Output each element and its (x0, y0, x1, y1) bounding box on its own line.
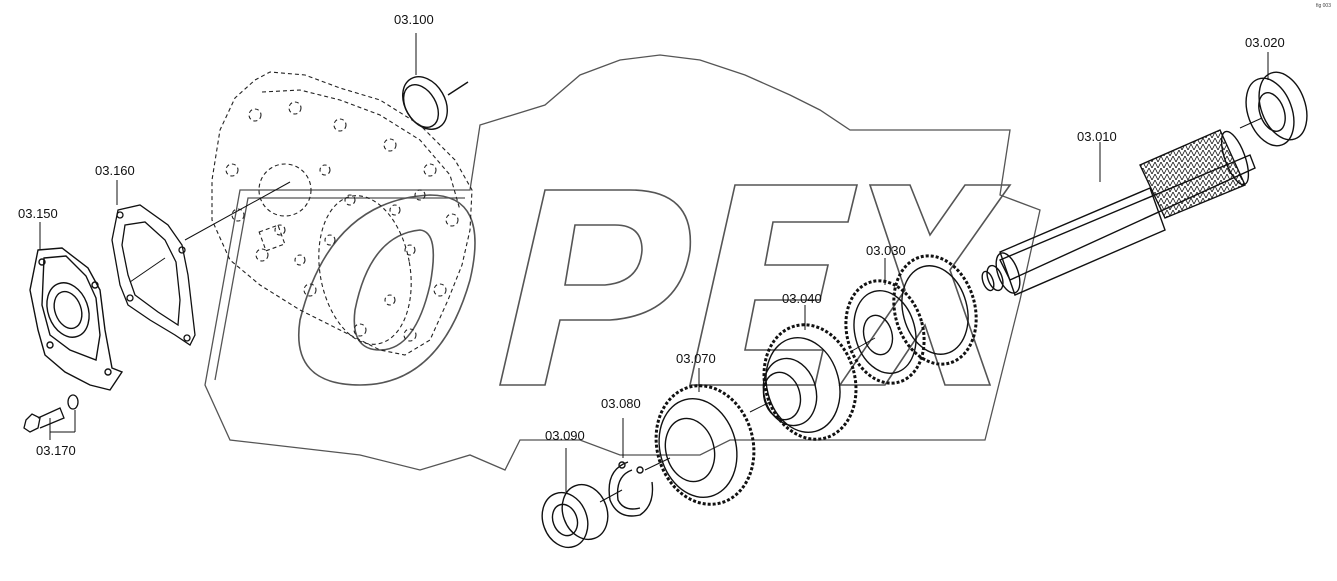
circlip-03-080 (608, 418, 654, 517)
input-shaft-03-010 (981, 129, 1256, 296)
bolt-03-170 (23, 394, 79, 440)
part-label-03-100: 03.100 (394, 12, 434, 27)
seal-ring-03-100 (402, 33, 469, 130)
gear-03-030 (844, 254, 978, 385)
bearing-03-090 (541, 448, 623, 549)
part-label-03-080: 03.080 (601, 396, 641, 411)
part-label-03-010: 03.010 (1077, 129, 1117, 144)
part-label-03-040: 03.040 (782, 291, 822, 306)
part-label-03-090: 03.090 (545, 428, 585, 443)
gasket-03-160 (111, 180, 196, 346)
part-label-03-020: 03.020 (1245, 35, 1285, 50)
gear-03-070 (644, 368, 756, 506)
part-label-03-070: 03.070 (676, 351, 716, 366)
part-label-03-160: 03.160 (95, 163, 135, 178)
leader-gasket (129, 257, 166, 283)
part-label-03-150: 03.150 (18, 206, 58, 221)
gear-03-040 (749, 305, 858, 441)
part-label-03-170: 03.170 (36, 443, 76, 458)
leader-housing (184, 181, 291, 241)
transmission-housing (211, 71, 473, 356)
watermark-logo (204, 54, 1041, 471)
part-label-03-030: 03.030 (866, 243, 906, 258)
cover-03-150 (29, 222, 124, 391)
corner-mark: fig 003 (1315, 3, 1331, 9)
bearing-03-020 (1239, 52, 1308, 147)
